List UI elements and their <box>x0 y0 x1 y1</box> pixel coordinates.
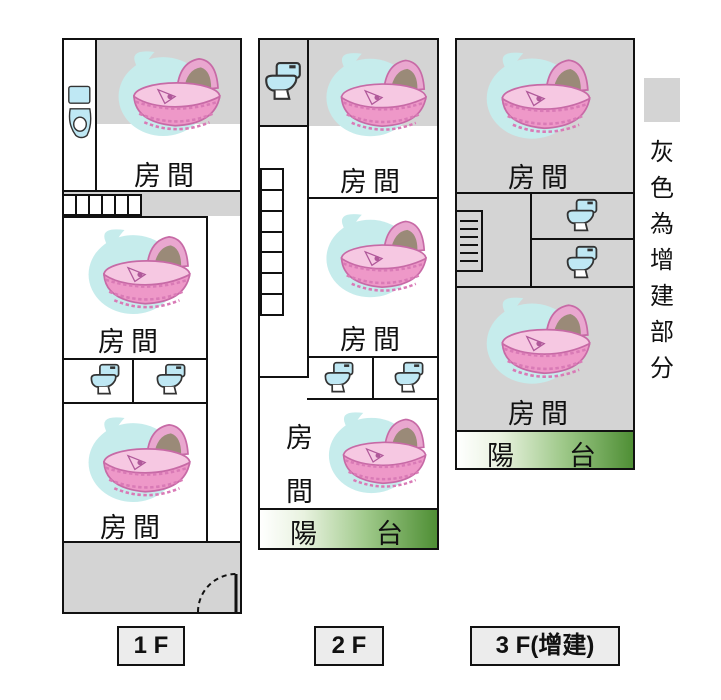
room-label: 房間 <box>340 167 406 198</box>
toilet-icon <box>66 78 94 148</box>
room-label: 房間 <box>134 161 200 192</box>
room-label: 房間 <box>340 325 406 356</box>
legend-char: 分 <box>650 354 674 382</box>
balcony-label: 台 <box>376 519 403 550</box>
toilet-icon <box>564 198 600 234</box>
corridor-1f-right <box>207 216 240 542</box>
toilet-icon <box>154 362 188 398</box>
floor-tag-1f: 1 F <box>117 626 185 666</box>
cradle-bed-icon <box>318 408 438 498</box>
balcony-label: 台 <box>569 441 596 472</box>
floor-tag-3f: 3 F(增建) <box>470 626 620 666</box>
stairs-1f <box>62 194 142 216</box>
cradle-bed-icon <box>80 410 200 510</box>
toilet-icon <box>392 360 426 396</box>
toilet-icon <box>564 244 600 282</box>
room-label: 房間 <box>508 163 574 194</box>
cradle-bed-icon <box>318 46 436 144</box>
room-label: 房間 <box>508 399 574 430</box>
legend-char: 建 <box>650 282 674 310</box>
room-label: 房間 <box>100 513 166 544</box>
room-label-vertical-1: 房 <box>286 423 319 454</box>
balcony-2f: 陽 台 <box>258 508 439 550</box>
legend-char: 為 <box>650 210 674 238</box>
toilet-icon <box>88 362 122 398</box>
cradle-bed-icon <box>110 44 230 144</box>
cradle-bed-icon <box>80 222 200 322</box>
cradle-bed-icon <box>478 44 600 148</box>
balcony-label: 陽 <box>487 441 514 472</box>
room-label: 房間 <box>98 327 164 358</box>
toilet-icon <box>262 58 304 106</box>
door-swing-icon <box>197 573 238 613</box>
stairs-3f <box>455 210 483 272</box>
legend-char: 灰 <box>650 138 674 166</box>
room-label-vertical-2: 間 <box>286 477 319 508</box>
legend-char: 色 <box>650 174 674 202</box>
stairs-2f <box>260 168 284 316</box>
entrance-1f <box>64 542 240 612</box>
floor-tag-2f: 2 F <box>314 626 384 666</box>
room-2f-top-white <box>308 126 437 198</box>
cradle-bed-icon <box>318 206 436 306</box>
legend-swatch <box>644 78 680 122</box>
balcony-label: 陽 <box>290 519 317 550</box>
balcony-3f: 陽 台 <box>455 430 635 472</box>
legend-char: 增 <box>650 246 674 274</box>
toilet-icon <box>322 360 356 396</box>
legend-char: 部 <box>650 318 674 346</box>
cradle-bed-icon <box>478 290 600 392</box>
